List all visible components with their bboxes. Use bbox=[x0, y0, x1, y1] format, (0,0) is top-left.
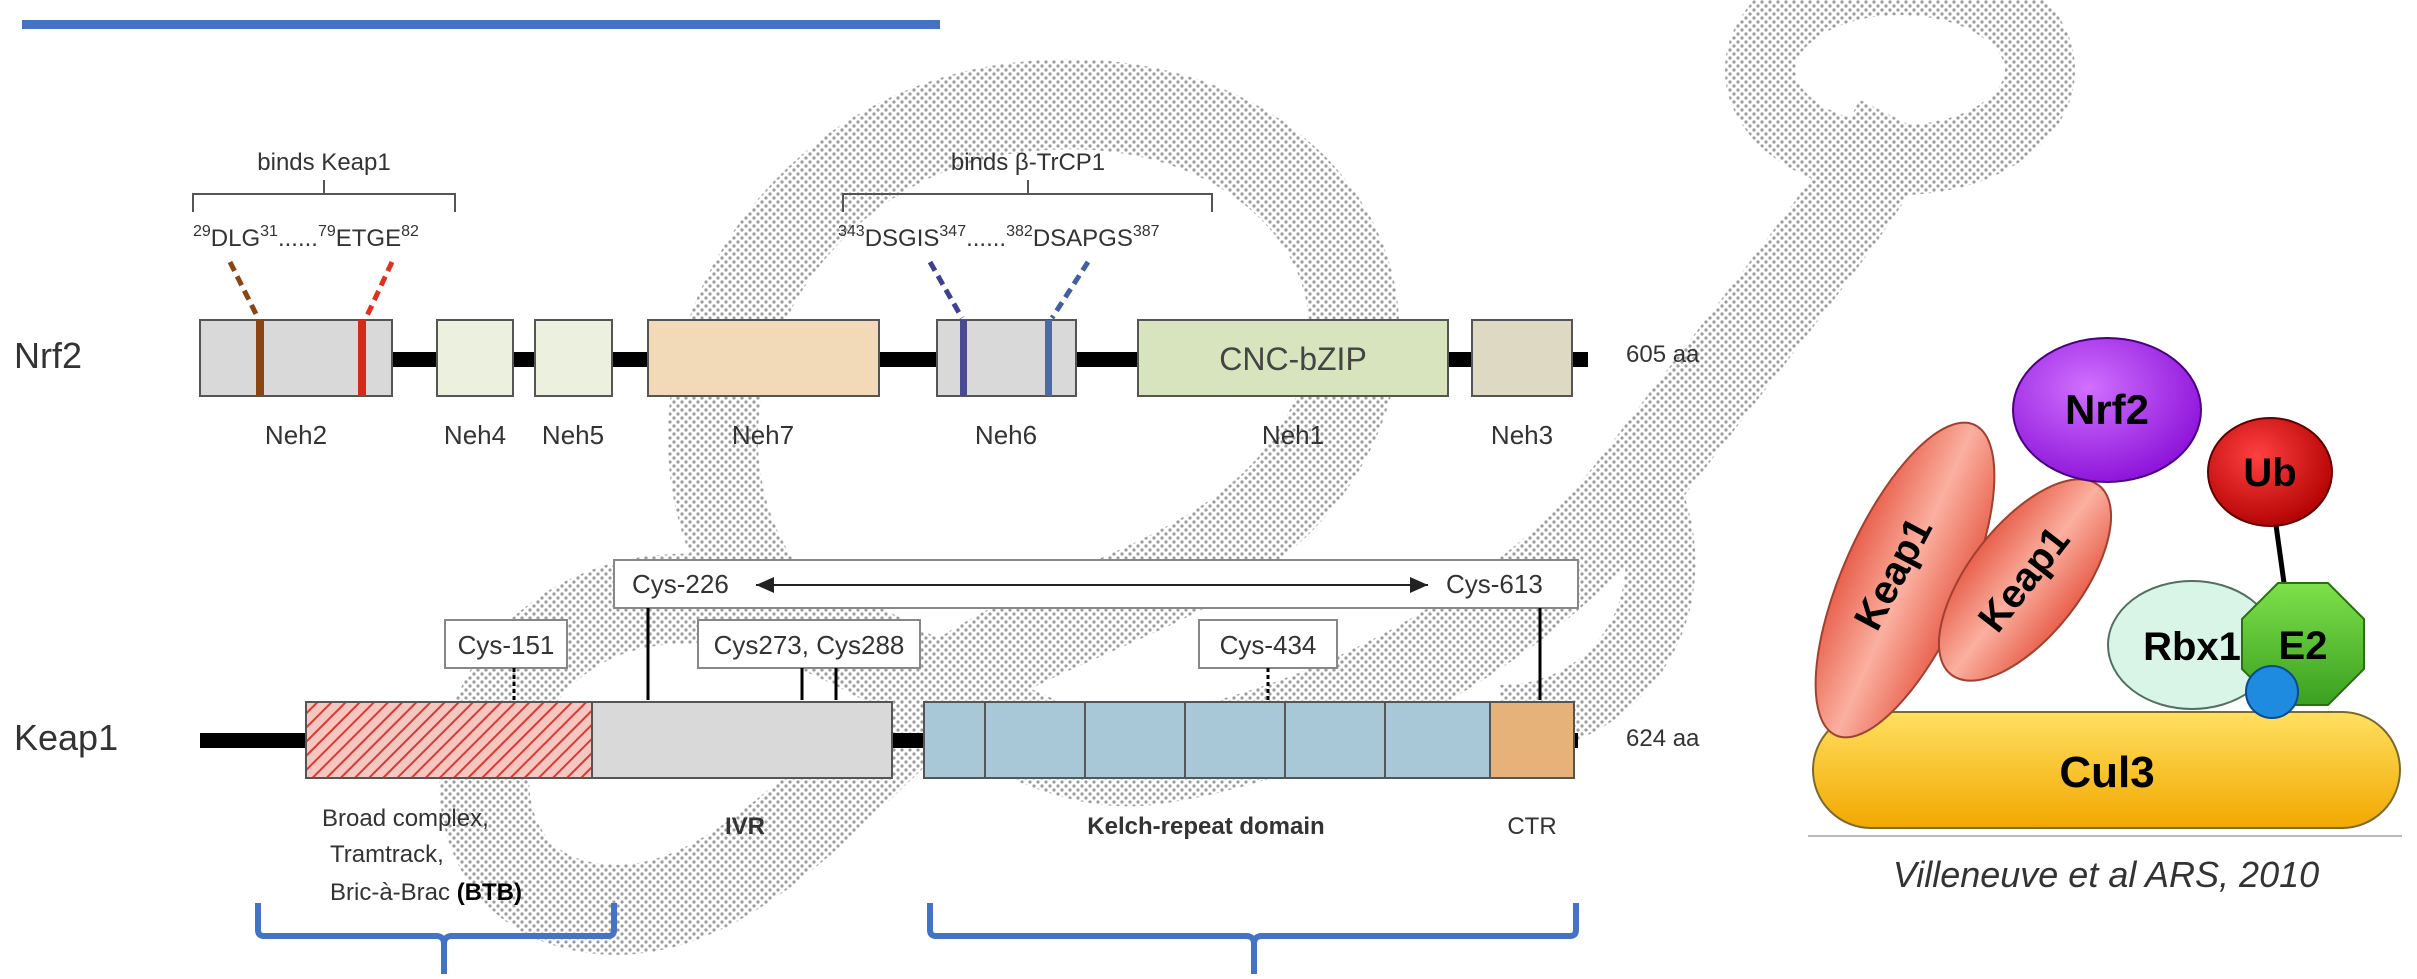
ctr-domain bbox=[1490, 702, 1574, 778]
motif-dsgis-dsapgs: 343DSGIS347......382DSAPGS387 bbox=[838, 223, 1160, 252]
neh5-label: Neh5 bbox=[542, 420, 604, 450]
bracket-trcp-label: binds β-TrCP1 bbox=[951, 149, 1105, 176]
kelch-domain bbox=[924, 702, 1490, 778]
kelch-label: Kelch-repeat domain bbox=[1087, 813, 1324, 840]
brace-kelch bbox=[930, 903, 1576, 974]
dsgis-mark bbox=[960, 320, 967, 396]
neh1-label: Neh1 bbox=[1262, 420, 1324, 450]
citation: Villeneuve et al ARS, 2010 bbox=[1893, 854, 2319, 895]
ctr-label: CTR bbox=[1507, 813, 1556, 840]
e2-label: E2 bbox=[2279, 624, 2328, 668]
bracket-keap1 bbox=[193, 180, 455, 212]
complex-illustration: Cul3 Keap1 Keap1 Nrf2 Ub Rbx1 E2 bbox=[1779, 338, 2402, 836]
dlg-mark bbox=[256, 320, 264, 396]
btb-label-line3: Bric-à-Brac (BTB) bbox=[330, 879, 522, 906]
motif-dlg-etge: 29DLG31......79ETGE82 bbox=[193, 223, 419, 252]
ivr-domain bbox=[592, 702, 892, 778]
dsapgs-connector bbox=[1052, 262, 1088, 318]
neh2-label: Neh2 bbox=[265, 420, 327, 450]
btb-label-line1: Broad complex, bbox=[322, 805, 489, 832]
ivr-label: IVR bbox=[725, 813, 765, 840]
neh5-domain bbox=[535, 320, 612, 396]
btb-domain bbox=[306, 702, 592, 778]
cnc-bzip-label: CNC-bZIP bbox=[1219, 341, 1367, 377]
ub-label: Ub bbox=[2243, 451, 2296, 495]
cys-273-288-label: Cys273, Cys288 bbox=[714, 630, 905, 660]
rbx1-label: Rbx1 bbox=[2143, 625, 2241, 669]
keap1-protein-label: Keap1 bbox=[14, 717, 118, 758]
neh4-label: Neh4 bbox=[444, 420, 506, 450]
dlg-connector bbox=[230, 262, 258, 318]
dsgis-connector bbox=[930, 262, 962, 318]
contact-dot bbox=[2246, 666, 2298, 718]
bracket-keap1-label: binds Keap1 bbox=[257, 149, 390, 176]
neh3-label: Neh3 bbox=[1491, 420, 1553, 450]
cys-151-label: Cys-151 bbox=[458, 630, 555, 660]
cys-434-label: Cys-434 bbox=[1220, 630, 1317, 660]
keap1-length: 624 aa bbox=[1626, 725, 1700, 752]
neh7-label: Neh7 bbox=[732, 420, 794, 450]
neh6-label: Neh6 bbox=[975, 420, 1037, 450]
cys-613-label: Cys-613 bbox=[1446, 569, 1543, 599]
ub-linker bbox=[2275, 518, 2285, 590]
nrf2-length: 605 aa bbox=[1626, 341, 1700, 368]
nrf2-ball-label: Nrf2 bbox=[2065, 386, 2149, 433]
cul3-label: Cul3 bbox=[2059, 748, 2154, 797]
btb-label-line2: Tramtrack, bbox=[330, 841, 444, 868]
neh3-domain bbox=[1472, 320, 1572, 396]
dsapgs-mark bbox=[1045, 320, 1052, 396]
neh6-domain bbox=[937, 320, 1076, 396]
top-accent-line bbox=[22, 20, 940, 29]
neh7-domain bbox=[648, 320, 879, 396]
neh4-domain bbox=[437, 320, 513, 396]
etge-connector bbox=[366, 262, 392, 318]
nrf2-protein-label: Nrf2 bbox=[14, 335, 82, 376]
etge-mark bbox=[358, 320, 366, 396]
cys-226-label: Cys-226 bbox=[632, 569, 729, 599]
